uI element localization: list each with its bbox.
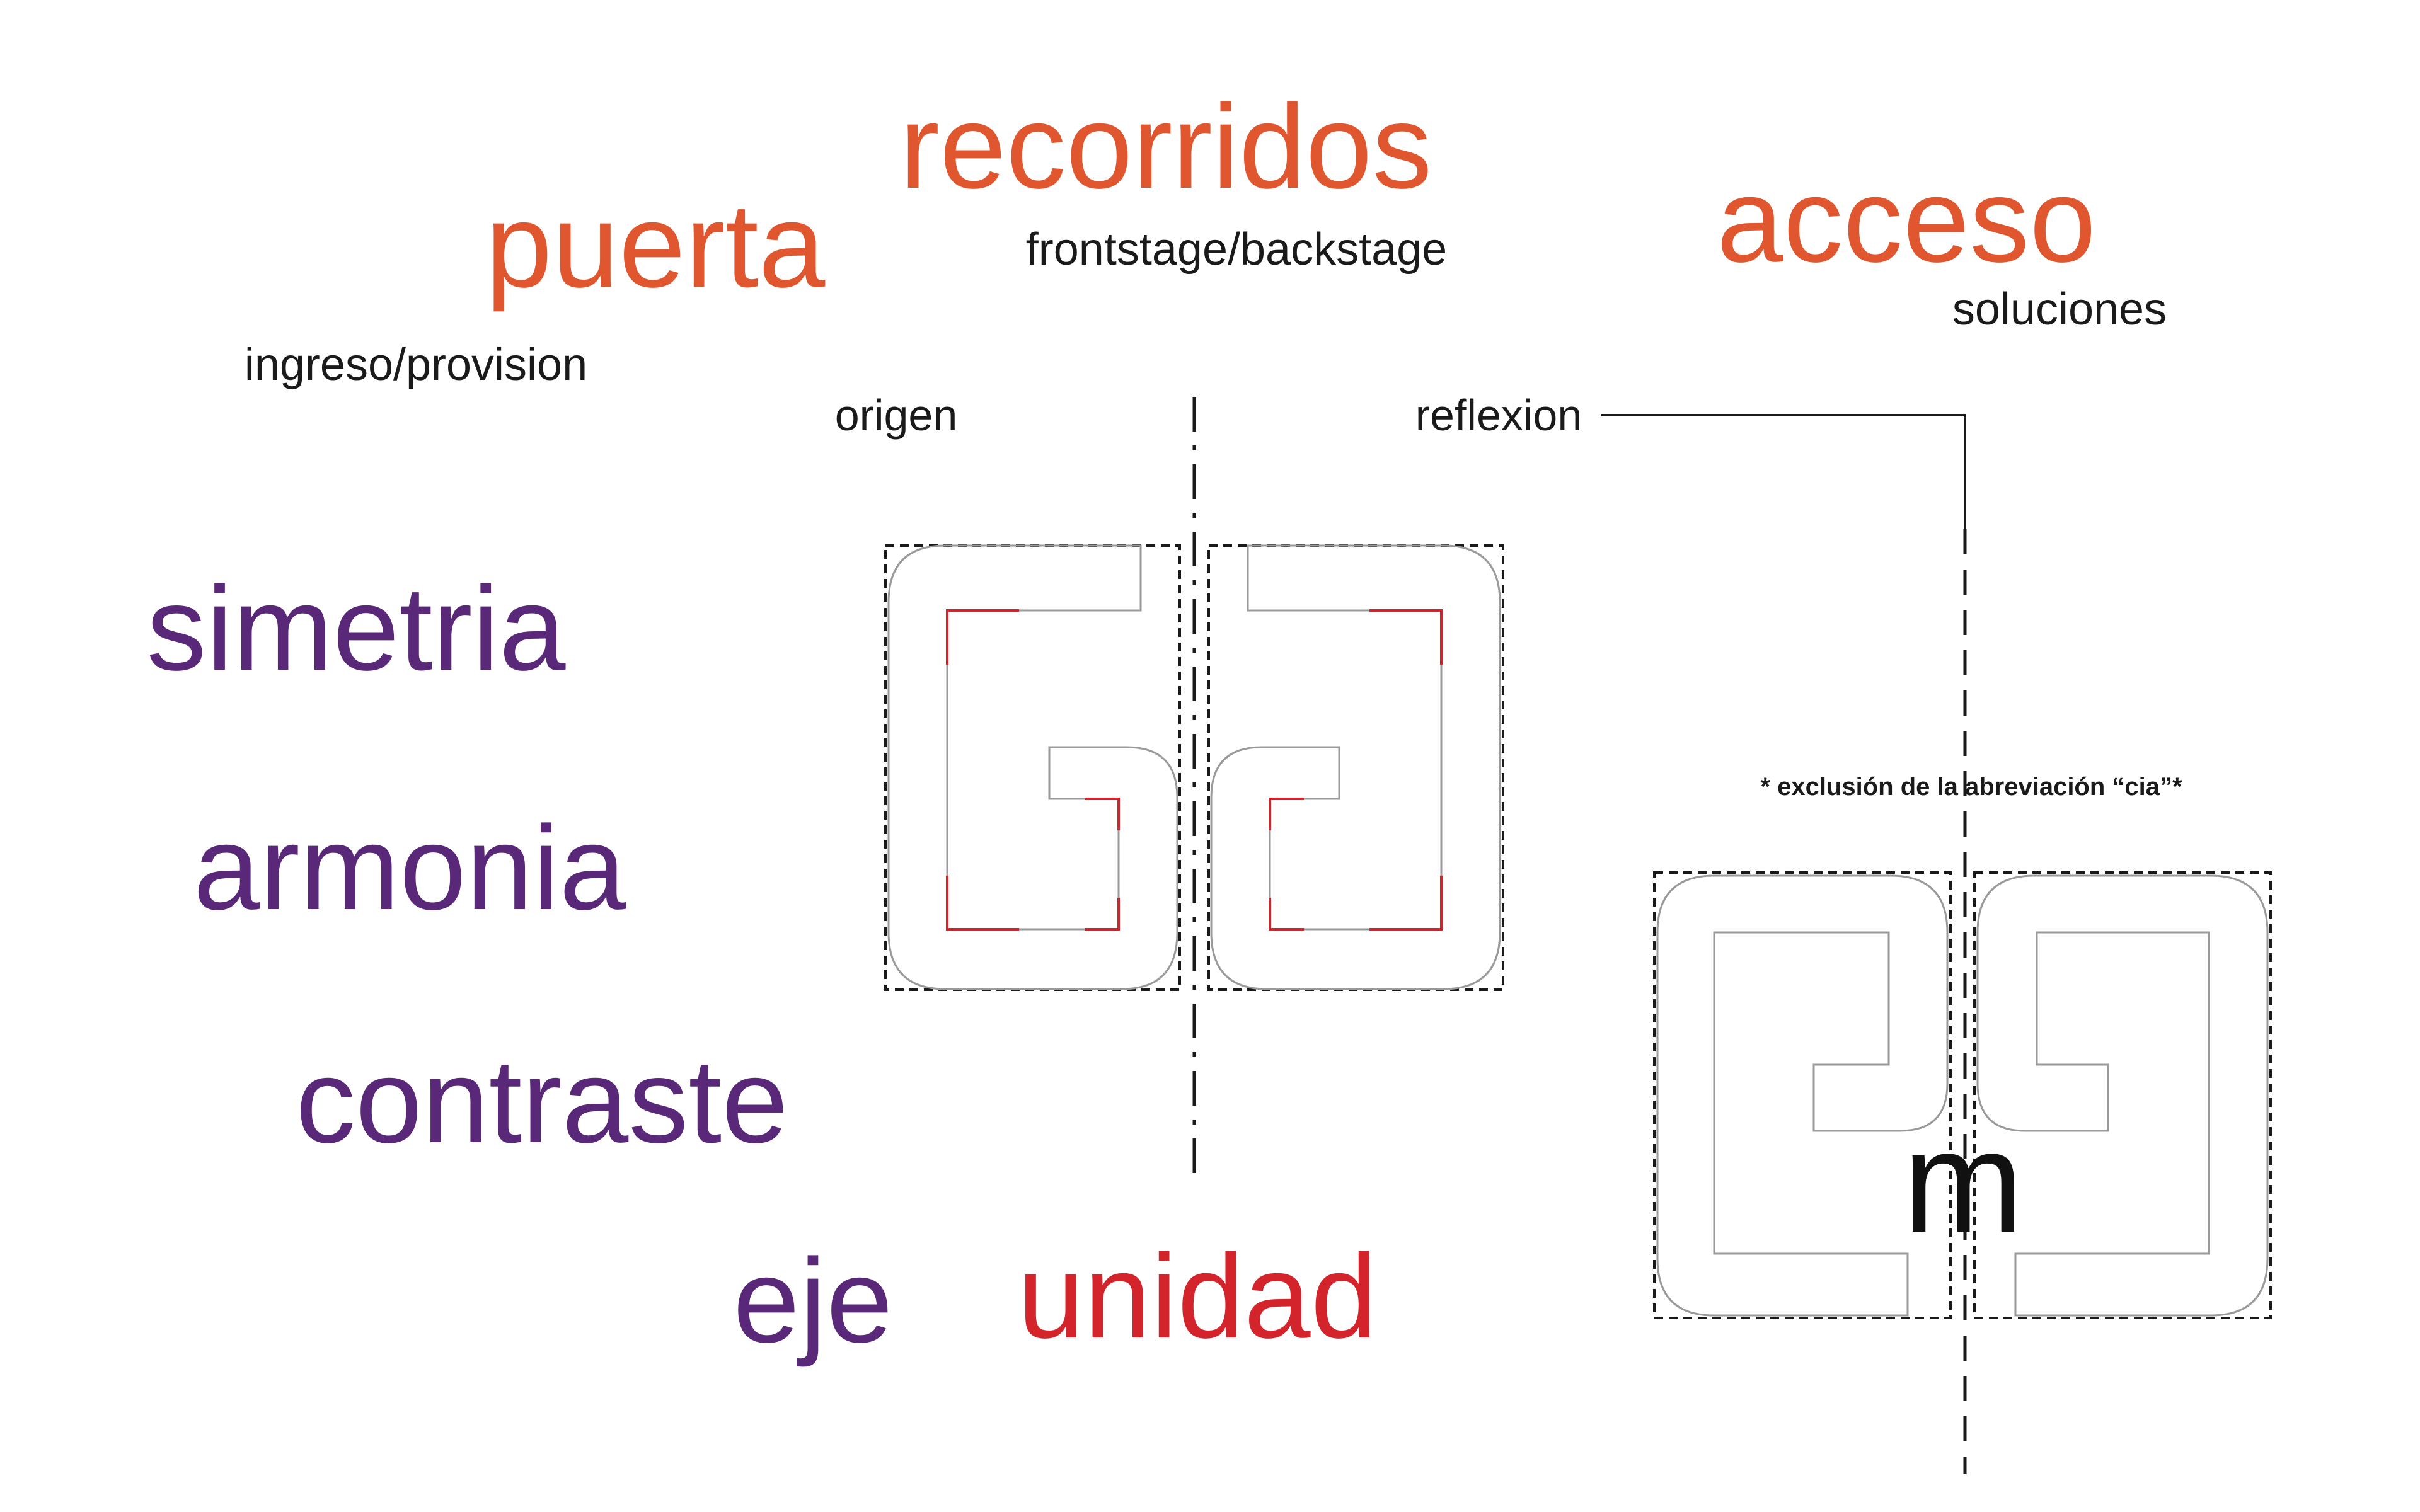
glyph-acceso-left-frame xyxy=(1653,871,1952,1319)
subheading-ingreso: ingreso/provision xyxy=(245,340,587,390)
concept-armonia: armonia xyxy=(193,801,626,935)
glyph-origen xyxy=(884,544,1181,991)
concept-simetria: simetria xyxy=(146,562,565,696)
note-exclusion: * exclusión de la abreviación “cia”* xyxy=(1760,773,2182,801)
glyph-reflexion-frame xyxy=(1207,544,1504,991)
glyph-acceso-left-outline xyxy=(1656,874,1949,1317)
glyph-acceso-left xyxy=(1653,871,1952,1319)
concept-unidad: unidad xyxy=(1018,1230,1378,1363)
subheading-soluciones: soluciones xyxy=(1952,284,2167,335)
glyph-acceso-right xyxy=(1973,871,2272,1319)
glyph-center-letter: m xyxy=(1903,1101,2024,1263)
glyph-acceso-right-outline xyxy=(1976,874,2269,1317)
subheading-frontstage: frontstage/backstage xyxy=(1026,224,1447,275)
glyph-origen-frame xyxy=(884,544,1181,991)
label-reflexion: reflexion xyxy=(1415,391,1582,440)
label-origen: origen xyxy=(835,391,958,440)
concept-eje: eje xyxy=(733,1234,893,1368)
concept-contraste: contraste xyxy=(296,1034,788,1168)
glyph-acceso-right-frame xyxy=(1973,871,2272,1319)
reflexion-leader-line xyxy=(1601,414,1966,529)
glyph-reflexion-red-marks xyxy=(1269,609,1443,931)
heading-acceso: acceso xyxy=(1717,154,2096,287)
glyph-origen-outline xyxy=(887,544,1178,990)
glyph-origen-red-marks xyxy=(946,609,1120,931)
glyph-reflexion xyxy=(1207,544,1504,991)
glyph-reflexion-outline xyxy=(1210,544,1501,990)
heading-recorridos: recorridos xyxy=(900,80,1432,214)
heading-puerta: puerta xyxy=(486,179,826,312)
